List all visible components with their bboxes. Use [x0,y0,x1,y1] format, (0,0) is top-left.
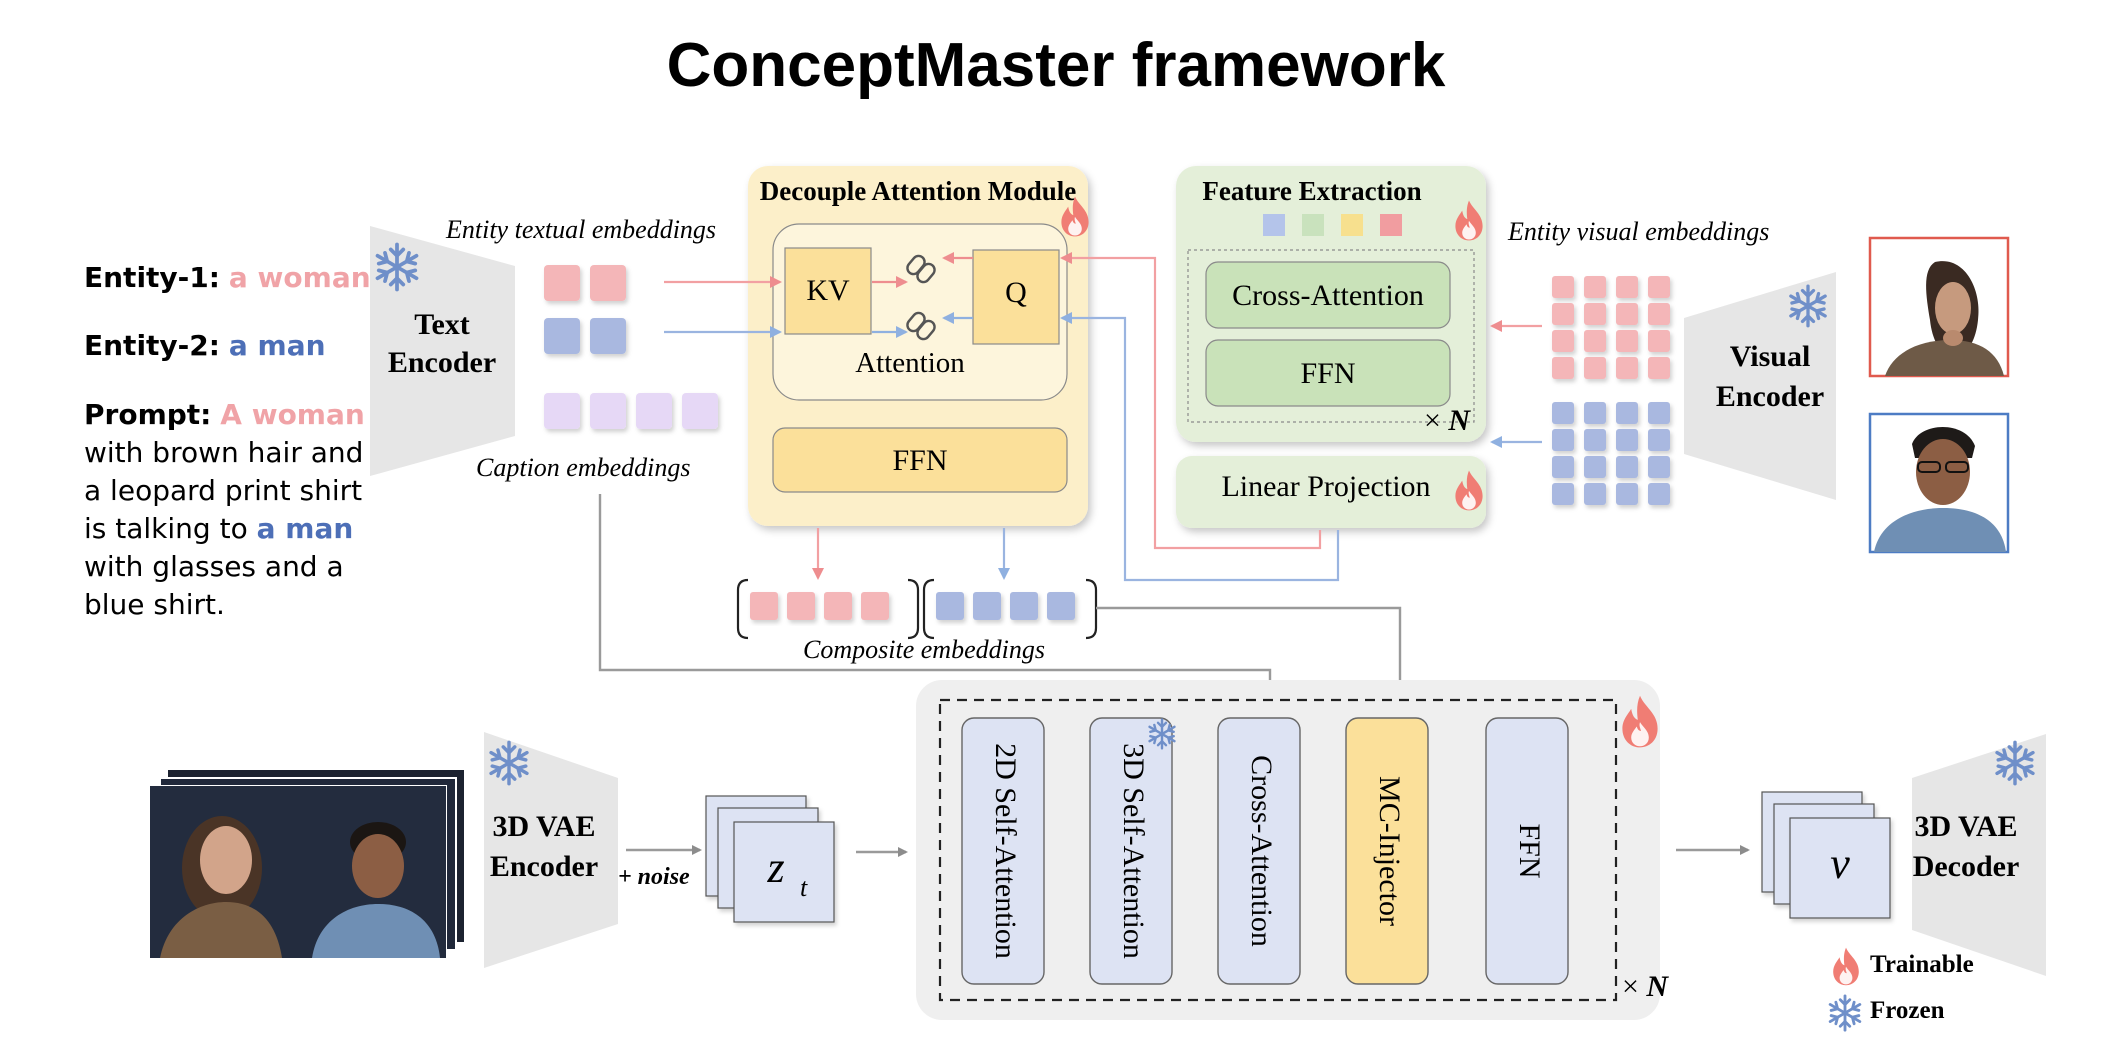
entity1-photo [1868,236,2010,378]
svg-text:× N: × N [1622,970,1669,1003]
prompt-label: Prompt: [84,398,211,431]
textual-embedding-pink [590,265,626,301]
fe-square-red [1380,214,1402,236]
decouple-ffn-label: FFN [892,444,947,477]
vae-decoder: 3D VAE Decoder [1912,734,2046,976]
block-3d-self-attention-box [1089,717,1173,985]
link-icon [906,254,936,284]
fe-square-yellow [1341,214,1363,236]
noise-label: + noise [618,864,690,890]
entity2-photo [1868,412,2010,554]
fe-repeat: N [1447,404,1471,437]
linear-projection: Linear Projection [1176,456,1486,528]
textual-embedding-blue [590,318,626,354]
entity-textual-label: Entity textual embeddings [445,215,716,244]
textual-embedding-blue [544,318,580,354]
attention-label: Attention [855,347,965,379]
prompt-line5: with glasses and a [84,550,344,583]
fe-cross-attention-label: Cross-Attention [1232,279,1424,312]
linear-projection-label: Linear Projection [1221,470,1430,503]
zt-label: z [766,843,784,892]
prompt-entity1: A woman [220,398,365,431]
prompt-line3: a leopard print shirt [84,474,362,507]
block-2d-self-attention-box [961,717,1045,985]
decouple-ffn-box [772,427,1068,493]
vae-decoder-line1: 3D VAE [1914,810,2017,843]
feature-extraction-module: Feature Extraction Cross-Attention FFN ×… [1176,166,1486,442]
svg-text:× N: × N [1424,404,1471,437]
text-encoder-line2: Encoder [388,346,496,379]
vae-encoder-line2: Encoder [490,850,598,883]
prompt-line4-prefix: is talking to [84,512,248,545]
composite-embeddings [736,578,1098,640]
vae-encoder: 3D VAE Encoder [484,732,618,968]
snowflake-icon [1828,994,1862,1032]
legend-frozen: Frozen [1870,997,1945,1024]
block-3d-self-attention-label: 3D Self-Attention [1117,743,1150,959]
block-cross-attention-box [1217,717,1301,985]
fe-square-blue [1263,214,1285,236]
vae-encoder-line1: 3D VAE [492,810,595,843]
latent-zt: z t [705,795,835,923]
caption-embeddings [544,393,718,429]
dit-repeat: N [1645,970,1669,1003]
kv-label: KV [806,274,850,307]
text-encoder: Text Encoder [370,226,515,476]
fe-ffn-box [1205,339,1451,407]
fe-square-green [1302,214,1324,236]
block-mc-injector-box [1345,717,1429,985]
flame-icon [1833,947,1859,986]
vae-decoder-line2: Decoder [1913,850,2020,883]
entity1-label: Entity-1: [84,261,220,294]
block-cross-attention-label: Cross-Attention [1245,755,1278,947]
svg-text:is talking to a man: is talking to a man [84,512,353,545]
output-v: v [1761,791,1891,919]
visual-encoder-line2: Encoder [1716,380,1824,413]
visual-encoder-line1: Visual [1730,340,1811,373]
textual-embeddings [544,265,626,354]
block-ffn-box [1485,717,1569,985]
entity2-label: Entity-2: [84,329,220,362]
page-title: ConceptMaster framework [667,31,1446,100]
input-video-frames [149,770,464,959]
caption-label: Caption embeddings [476,453,691,482]
svg-text:Prompt: A woman: Prompt: A woman [84,398,365,431]
entity1-value: a woman [229,261,371,294]
text-encoder-line1: Text [414,308,470,341]
decouple-title: Decouple Attention Module [760,176,1077,206]
q-label: Q [1005,276,1027,309]
visual-embeddings-blue [1552,402,1670,505]
q-box [972,249,1060,345]
legend-trainable: Trainable [1870,951,1974,978]
prompt-line2: with brown hair and [84,436,363,469]
block-ffn-label: FFN [1513,823,1546,878]
fe-ffn-label: FFN [1300,357,1355,390]
visual-embeddings-pink [1552,276,1670,379]
svg-text:Entity-1: a woman: Entity-1: a woman [84,261,371,294]
arrow-proj-to-q-pink [1060,252,1322,550]
block-mc-injector-label: MC-Injector [1373,776,1406,926]
kv-box [784,247,872,335]
arrow-proj-to-q-blue [1060,312,1340,582]
entity-visual-label: Entity visual embeddings [1507,217,1769,246]
prompt-entity2: a man [257,512,354,545]
svg-text:Entity-2: a man: Entity-2: a man [84,329,326,362]
textual-embedding-pink [544,265,580,301]
block-2d-self-attention-label: 2D Self-Attention [989,743,1022,959]
feature-extraction-title: Feature Extraction [1202,176,1421,206]
entity-text-block: Entity-1: a woman Entity-2: a man Prompt… [84,261,371,621]
v-label: v [1830,839,1850,888]
link-icon [906,311,936,341]
zt-subscript: t [800,873,808,902]
entity2-value: a man [229,329,326,362]
legend: Trainable Frozen [1828,947,1974,1032]
composite-label: Composite embeddings [803,635,1045,664]
dit-blocks: 2D Self-Attention 3D Self-Attention Cross-… [961,717,1569,985]
prompt-line6: blue shirt. [84,588,225,621]
fe-cross-attention-box [1205,261,1451,329]
decouple-attention-module: Decouple Attention Module KV Q Attention… [748,166,1089,526]
visual-encoder: Visual Encoder [1684,272,1836,500]
